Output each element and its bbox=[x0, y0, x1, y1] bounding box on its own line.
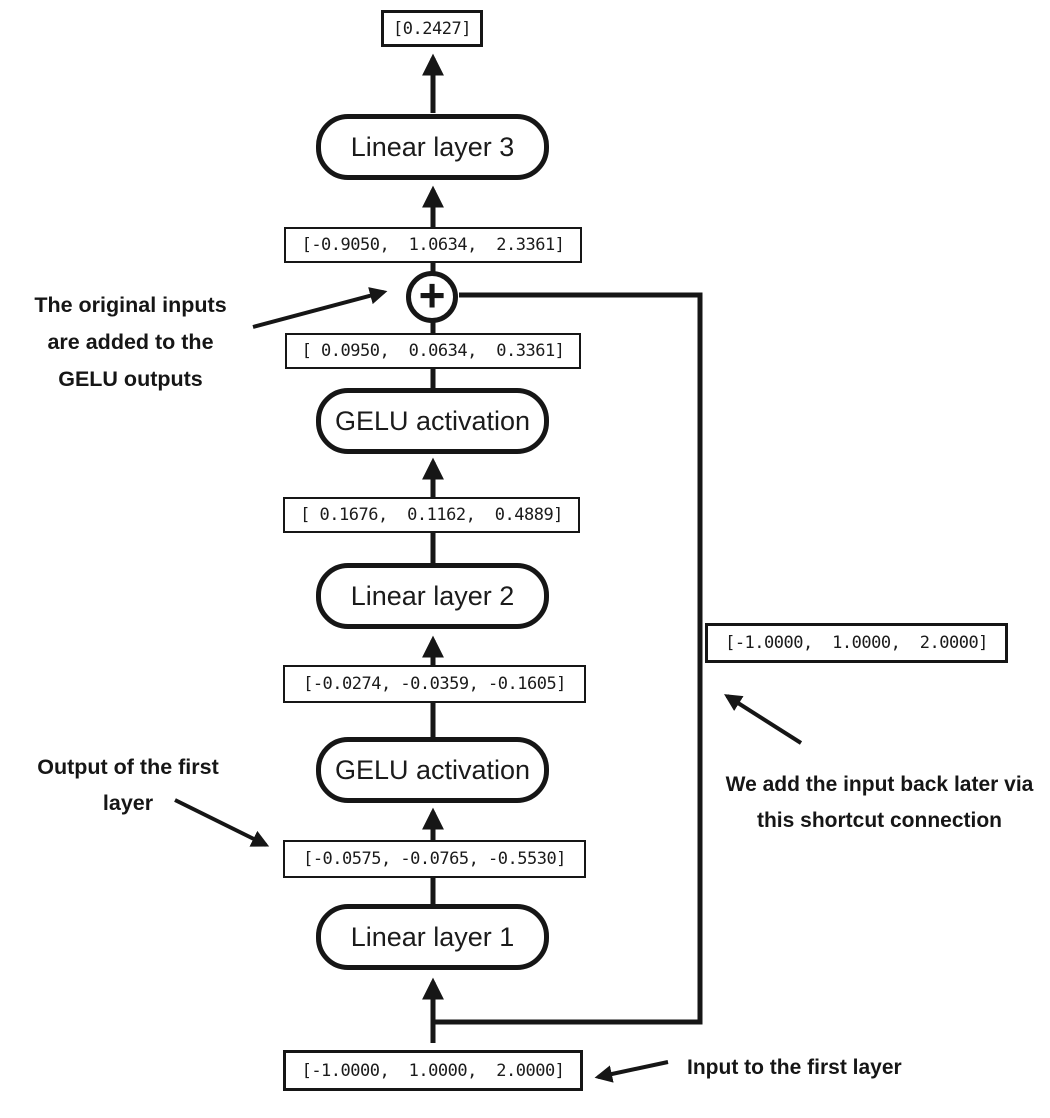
value-box-input: [-1.0000, 1.0000, 2.0000] bbox=[283, 1050, 583, 1091]
value-box-final-output: [0.2427] bbox=[381, 10, 483, 47]
annotation-line: are added to the bbox=[47, 330, 214, 354]
arrow-addnote-to-addnode bbox=[252, 287, 388, 329]
linear-layer-1-box: Linear layer 1 bbox=[316, 904, 549, 970]
annotation-line: layer bbox=[102, 791, 154, 815]
add-node: + bbox=[406, 271, 458, 323]
annotation-line: this shortcut connection bbox=[756, 809, 1002, 832]
gelu-activation-lower-box: GELU activation bbox=[316, 737, 549, 803]
annotation-line: Output of the first bbox=[37, 755, 219, 779]
annotation-shortcut-connection: We add the input back later via this sho… bbox=[712, 767, 1047, 839]
value-box-sum-output: [-0.9050, 1.0634, 2.3361] bbox=[284, 227, 582, 263]
annotation-line: The original inputs bbox=[34, 293, 227, 317]
annotation-input-to-first-layer: Input to the first layer bbox=[687, 1056, 902, 1079]
arrow-inputnote-to-box bbox=[594, 1060, 669, 1083]
gelu-activation-upper-box: GELU activation bbox=[316, 388, 549, 454]
linear-layer-3-box: Linear layer 3 bbox=[316, 114, 549, 180]
plus-icon: + bbox=[418, 269, 446, 321]
linear-layer-2-box: Linear layer 2 bbox=[316, 563, 549, 629]
value-box-gelu-lower-output: [-0.0274, -0.0359, -0.1605] bbox=[283, 665, 586, 703]
value-box-linear1-output: [-0.0575, -0.0765, -0.5530] bbox=[283, 840, 586, 878]
annotation-original-inputs-added: The original inputs are added to the GEL… bbox=[8, 287, 253, 398]
annotation-output-of-first-layer: Output of the first layer bbox=[18, 749, 238, 821]
value-box-shortcut-input: [-1.0000, 1.0000, 2.0000] bbox=[705, 623, 1008, 663]
arrow-shortcutnote-to-wire bbox=[724, 694, 803, 745]
annotation-line: GELU outputs bbox=[58, 367, 203, 391]
annotation-line: We add the input back later via bbox=[725, 773, 1034, 796]
shortcut-connection-wire bbox=[433, 292, 703, 1025]
arrow-outputnote-to-box bbox=[174, 798, 270, 847]
value-box-linear2-output: [ 0.1676, 0.1162, 0.4889] bbox=[283, 497, 580, 533]
value-box-gelu-upper-output: [ 0.0950, 0.0634, 0.3361] bbox=[285, 333, 581, 369]
